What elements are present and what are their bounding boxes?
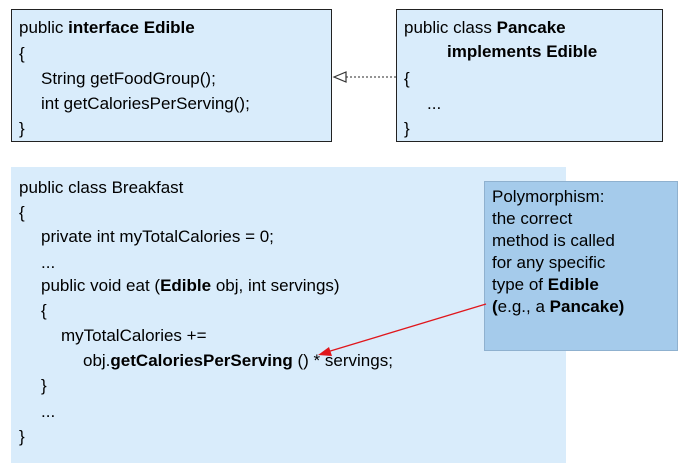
interface-method-getcalories: int getCaloriesPerServing(); — [41, 94, 250, 113]
statement-line-1: myTotalCalories += — [61, 326, 207, 345]
eat-open-brace: { — [41, 301, 47, 320]
pancake-class-box: public class Pancake implements Edible {… — [396, 9, 663, 142]
note-line-2: the correct — [492, 209, 573, 228]
interface-method-getfoodgroup: String getFoodGroup(); — [41, 69, 216, 88]
polymorphism-note: Polymorphism: the correct method is call… — [484, 181, 678, 351]
pancake-ellipsis: ... — [427, 94, 442, 113]
realization-arrowhead-icon — [332, 71, 347, 83]
interface-open-brace: { — [19, 44, 25, 63]
statement-line-2: obj.getCaloriesPerServing () * servings; — [83, 351, 393, 370]
eat-close-brace: } — [41, 376, 47, 395]
pancake-name: Pancake — [496, 18, 566, 37]
pancake-declaration: public class Pancake — [404, 18, 566, 37]
breakfast-open-brace: { — [19, 203, 25, 222]
breakfast-ellipsis-2: ... — [41, 402, 56, 421]
interface-name: interface Edible — [68, 18, 195, 37]
breakfast-declaration: public class Breakfast — [19, 178, 184, 197]
pancake-open-brace: { — [404, 69, 410, 88]
breakfast-eat-method: public void eat (Edible obj, int serving… — [41, 276, 340, 295]
note-line-6: (e.g., a Pancake) — [492, 297, 625, 316]
note-line-1: Polymorphism: — [492, 187, 605, 206]
pointer-arrowhead-icon — [318, 347, 332, 356]
pancake-close-brace: } — [404, 119, 410, 138]
breakfast-class-box: public class Breakfast { private int myT… — [11, 167, 566, 463]
interface-edible-box: public interface Edible { String getFood… — [11, 9, 332, 142]
breakfast-field: private int myTotalCalories = 0; — [41, 227, 274, 246]
interface-declaration: public interface Edible — [19, 18, 195, 37]
getcalories-call: getCaloriesPerServing — [110, 351, 293, 370]
edible-param-type: Edible — [160, 276, 212, 295]
breakfast-close-brace: } — [19, 427, 25, 446]
note-line-5: type of Edible — [492, 275, 599, 294]
interface-close-brace: } — [19, 119, 25, 138]
pancake-implements: implements Edible — [447, 42, 598, 61]
breakfast-ellipsis-1: ... — [41, 253, 56, 272]
pointer-arrow-line — [326, 303, 487, 353]
note-line-3: method is called — [492, 231, 615, 250]
note-line-4: for any specific — [492, 253, 606, 272]
